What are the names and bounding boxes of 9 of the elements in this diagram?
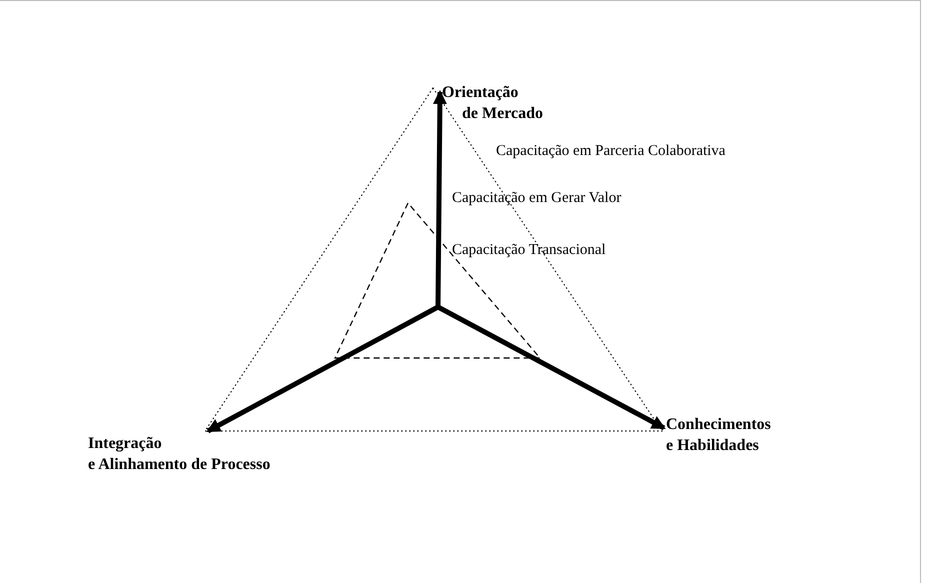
arrow	[206, 304, 440, 434]
axis-label: Integração e Alinhamento de Processo	[88, 433, 270, 475]
axis-label: Orientação de Mercado	[442, 82, 544, 124]
axis-label: Conhecimentos e Habilidades	[666, 414, 771, 456]
level-label: Capacitação em Parceria Colaborativa	[496, 143, 726, 160]
arrow	[432, 90, 447, 308]
level-label: Capacitação em Gerar Valor	[452, 190, 622, 207]
level-label: Capacitação Transacional	[452, 242, 606, 259]
arrow	[436, 304, 666, 430]
